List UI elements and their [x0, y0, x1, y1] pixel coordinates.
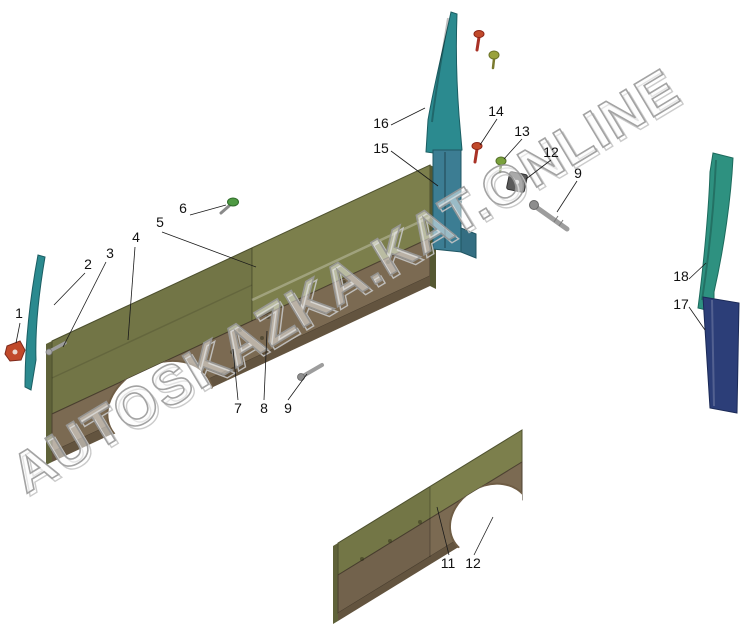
green-clip2-head [495, 156, 507, 166]
green-clip2-stem [498, 163, 503, 174]
leader-line-9b [556, 180, 578, 213]
rear-pillar-shade [701, 159, 717, 301]
plate-hole [514, 179, 520, 185]
pillar-trim-shape [425, 11, 463, 156]
part-label-6[interactable]: 6 [179, 200, 187, 216]
rivet-hole [418, 520, 422, 524]
leader-line-12b [473, 516, 494, 556]
panel-rib-line [251, 215, 431, 302]
part-label-8[interactable]: 8 [260, 400, 268, 416]
leader-line-14 [479, 118, 498, 146]
leader-line-3 [62, 261, 107, 348]
side-panel-left-shade [52, 248, 252, 414]
leader-line-5 [161, 231, 257, 268]
part-label-17[interactable]: 17 [673, 296, 689, 312]
red-bracket [4, 340, 26, 362]
part-label-12b[interactable]: 12 [465, 555, 481, 571]
screw-shaft [48, 341, 67, 353]
small-side-panel-assembly [333, 429, 523, 624]
leader-line-15 [390, 150, 439, 187]
leader-line-7 [232, 348, 239, 401]
green-clip [219, 197, 239, 215]
part-label-3[interactable]: 3 [106, 245, 114, 261]
rivet-hole [266, 315, 270, 319]
rear-pillar-trim [697, 152, 734, 313]
olive-clip-head [488, 50, 500, 60]
mount-plate [506, 171, 528, 193]
side-panel-assembly [46, 164, 436, 465]
leader-line-2 [53, 272, 86, 306]
part-label-7[interactable]: 7 [234, 400, 242, 416]
bolt-head [529, 200, 539, 210]
callouts: 1 2 3 4 5 6 7 8 9 16 15 14 13 12 9 18 17… [15, 103, 707, 571]
bracket-hole [12, 349, 18, 355]
leader-line-8 [263, 330, 268, 401]
rivet-hole [298, 300, 302, 304]
part-label-9a[interactable]: 9 [284, 400, 292, 416]
leader-line-12a [525, 159, 552, 180]
rivet-hole [386, 260, 390, 264]
screw-shaft [301, 363, 324, 378]
leader-line-6 [189, 204, 227, 216]
pillar-trim-upper [425, 11, 463, 156]
olive-clip-stem [491, 57, 496, 70]
side-panel-left-edge [46, 341, 52, 465]
rivet-hole [342, 280, 346, 284]
leader-line-18 [688, 262, 707, 280]
leader-line-9a [287, 373, 308, 401]
pillar-bracket-lower [432, 149, 477, 259]
leader-line-16 [390, 107, 426, 126]
rear-panel-shade-line [711, 299, 715, 407]
part-label-11[interactable]: 11 [441, 555, 456, 571]
rivet-hole [238, 328, 242, 332]
part-label-18[interactable]: 18 [673, 268, 689, 284]
bracket-body [432, 149, 462, 253]
watermark: AUTOSKAZKA.KAT.ONLINE AUTOSKAZKA.KAT.ONL… [0, 55, 693, 508]
part-label-4[interactable]: 4 [132, 229, 140, 245]
part-label-16[interactable]: 16 [373, 115, 389, 131]
trim-strip-shape [24, 254, 46, 391]
rear-lower-panel [702, 296, 740, 414]
rivet-hole [260, 336, 264, 340]
clip-head [227, 197, 239, 207]
left-trim-strip [24, 254, 46, 391]
long-bolt [529, 200, 570, 232]
rivet-hole [360, 557, 364, 561]
leader-line-11 [436, 506, 450, 556]
leader-line-4 [127, 246, 136, 341]
part-label-12a[interactable]: 12 [543, 144, 559, 160]
red-screw2-head [471, 142, 483, 150]
bolt-thread [553, 215, 559, 223]
part-label-5[interactable]: 5 [156, 214, 164, 230]
fasteners-top [471, 30, 507, 174]
rivet-hole [388, 539, 392, 543]
rear-panel-shape [702, 296, 740, 414]
part-label-15[interactable]: 15 [373, 140, 389, 156]
screw-head [45, 348, 53, 356]
leader-line-13 [503, 138, 523, 160]
part-label-13[interactable]: 13 [514, 123, 530, 139]
small-panel-left-shade [338, 487, 430, 613]
pillar-trim-shade [431, 17, 449, 123]
leader-line-1 [15, 322, 21, 344]
part-label-9b[interactable]: 9 [574, 165, 582, 181]
red-screw-head [473, 30, 485, 38]
leader-line-17 [688, 306, 706, 331]
part-label-2[interactable]: 2 [84, 256, 92, 272]
part-label-14[interactable]: 14 [488, 103, 504, 119]
red-screw2-stem [473, 147, 479, 164]
clip-stem [219, 204, 231, 215]
red-screw-stem [475, 35, 481, 52]
part-label-1[interactable]: 1 [15, 305, 23, 321]
panel-screw [297, 363, 324, 381]
watermark-text: AUTOSKAZKA.KAT.ONLINE [0, 56, 690, 504]
bolt-thread [558, 219, 564, 227]
small-panel-left-edge [333, 543, 338, 624]
bolt-shaft [533, 204, 570, 232]
panel-crease-line [51, 284, 253, 379]
small-screw-left [45, 341, 67, 356]
